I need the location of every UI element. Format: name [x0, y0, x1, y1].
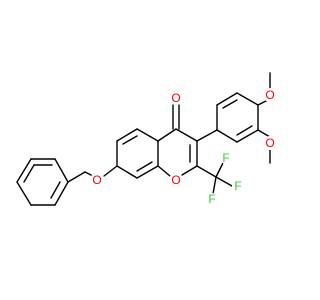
bond-lines: [16, 72, 271, 206]
atom-labels: O O O O O F F F: [90, 88, 277, 206]
ring-oxygen-label: O: [171, 173, 180, 187]
fluorine-2-label: F: [234, 179, 241, 193]
fluorine-3-label: F: [208, 192, 215, 206]
methoxy-oxygen-top-label: O: [265, 88, 274, 102]
fluorine-2: F: [232, 179, 244, 193]
methoxy-oxygen-bottom-label: O: [265, 136, 274, 150]
fluorine-1: F: [220, 151, 232, 165]
ring-oxygen: O: [169, 173, 183, 187]
fluorine-3: F: [206, 192, 218, 206]
methoxy-oxygen-bottom: O: [263, 136, 277, 150]
fluorine-1-label: F: [222, 151, 229, 165]
benzyl-ether-oxygen-label: O: [92, 173, 101, 187]
carbonyl-oxygen: O: [169, 91, 183, 105]
molecule-diagram: O O O O O F F F: [16, 72, 277, 206]
methoxy-oxygen-top: O: [263, 88, 277, 102]
carbonyl-oxygen-label: O: [171, 91, 180, 105]
benzyl-ether-oxygen: O: [90, 173, 104, 187]
